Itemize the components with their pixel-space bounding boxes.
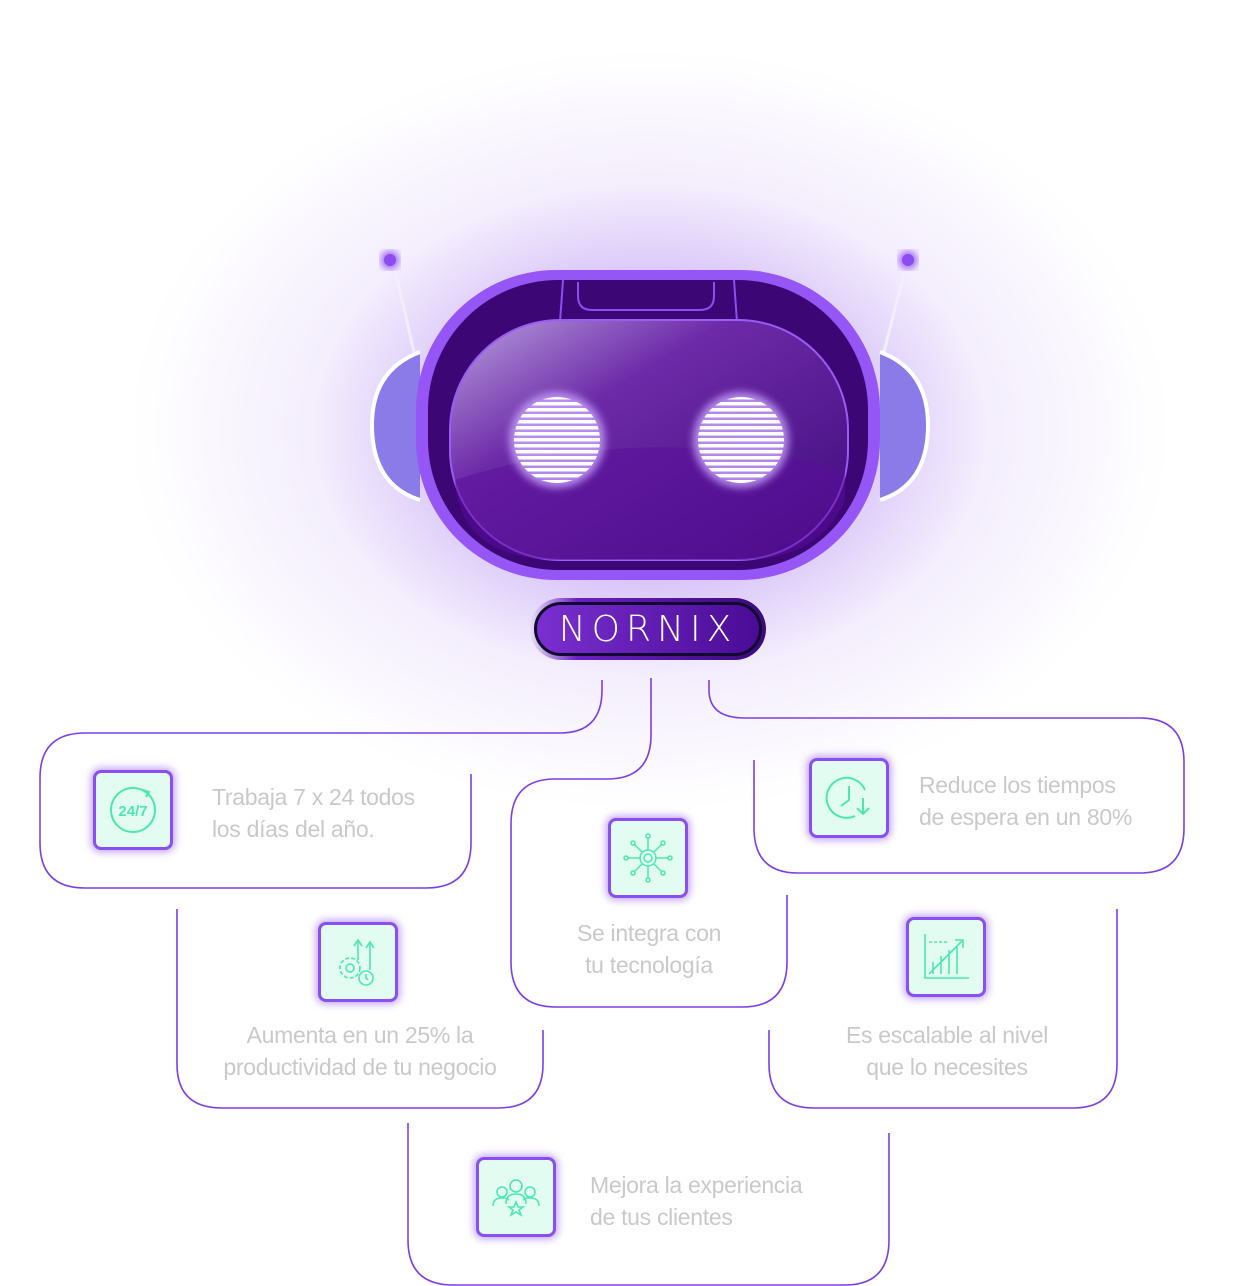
feature-integra-text: Se integra con tu tecnología: [549, 917, 749, 981]
feature-reduce-text: Reduce los tiempos de espera en un 80%: [919, 769, 1132, 833]
feature-line: de espera en un 80%: [919, 804, 1132, 830]
card-outline-247: [39, 680, 603, 889]
card-outlines: [39, 678, 1185, 1286]
feature-mejora-text: Mejora la experiencia de tus clientes: [590, 1169, 803, 1233]
svg-text:24/7: 24/7: [118, 803, 147, 820]
feature-line: los días del año.: [212, 816, 375, 842]
24-7-clock-icon: 24/7: [93, 770, 173, 850]
feature-line: Se integra con: [576, 920, 722, 946]
card-outline-reduce: [708, 680, 1185, 874]
antenna-left: [381, 251, 416, 353]
feature-line: tu tecnología: [585, 952, 713, 978]
feature-line: Trabaja 7 x 24 todos: [212, 784, 415, 810]
feature-line: productividad de tu negocio: [223, 1054, 497, 1080]
feature-escalable-text: Es escalable al nivel que lo necesites: [807, 1019, 1087, 1083]
gears-growth-icon: [318, 922, 398, 1002]
ear-right: [879, 350, 931, 502]
brand-name: NORNIX: [534, 602, 762, 656]
card-outline-integra: [510, 678, 788, 1008]
feature-line: Mejora la experiencia: [590, 1172, 803, 1198]
ear-left: [369, 350, 421, 502]
network-icon: [608, 818, 688, 898]
card-outline-mejora: [407, 1123, 890, 1286]
feature-247-text: Trabaja 7 x 24 todos los días del año.: [212, 781, 415, 845]
antenna-right: [882, 251, 917, 353]
robot-eye-left: [514, 397, 600, 483]
card-outline-aumenta: [176, 909, 544, 1109]
scalable-chart-icon: [906, 917, 986, 997]
brand-badge: NORNIX: [530, 598, 766, 660]
feature-line: Reduce los tiempos: [919, 772, 1116, 798]
feature-line: que lo necesites: [866, 1054, 1028, 1080]
feature-aumenta-text: Aumenta en un 25% la productividad de tu…: [200, 1019, 520, 1083]
card-outline-escalable: [768, 909, 1118, 1109]
customers-icon: [476, 1157, 556, 1237]
feature-line: Es escalable al nivel: [845, 1022, 1049, 1048]
feature-line: de tus clientes: [590, 1204, 733, 1230]
clock-down-icon: [809, 758, 889, 838]
robot-eye-right: [698, 397, 784, 483]
feature-line: Aumenta en un 25% la: [246, 1022, 474, 1048]
